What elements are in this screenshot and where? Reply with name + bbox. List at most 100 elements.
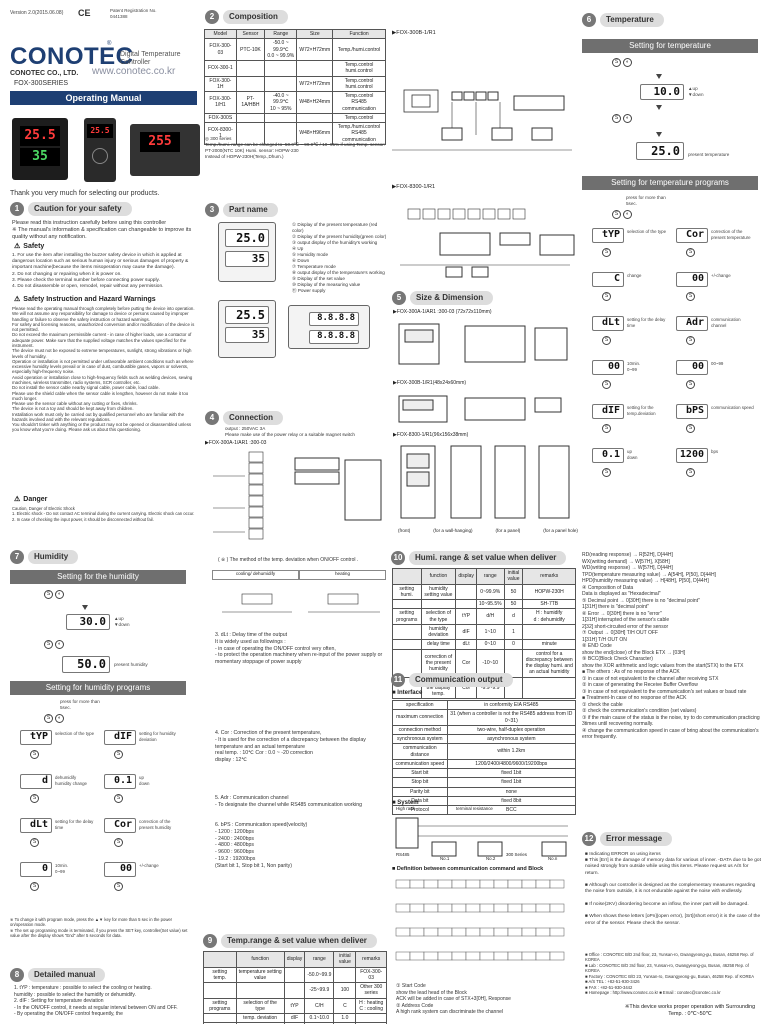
temp-prog-step-key[interactable]: S bbox=[686, 292, 695, 301]
temprange-cell: -50.0~99.9 bbox=[304, 966, 335, 983]
detailed-cor: 4. Cor : Correction of the present tempe… bbox=[215, 730, 366, 763]
protocol-block-cell bbox=[437, 903, 453, 913]
temprange-header-cell bbox=[203, 951, 237, 968]
terminal-block bbox=[512, 208, 526, 220]
set-key-icon: S bbox=[602, 424, 611, 433]
detailed-bps: 6. bPS : Communication speed(velocity) -… bbox=[215, 822, 308, 869]
company-name: CONOTEC CO., LTD. bbox=[10, 70, 79, 77]
protocol-block-cell bbox=[507, 951, 523, 961]
partname-device-3-display-top: 8.8.8.8 bbox=[309, 312, 359, 326]
set-key-icon: S bbox=[612, 210, 621, 219]
protocol-block-cell bbox=[521, 903, 537, 913]
temprange-cell: dIF bbox=[283, 1012, 306, 1024]
humi-key-1[interactable]: S◐ bbox=[44, 590, 64, 599]
humi-prog-code-label: correction of the present humidity bbox=[139, 819, 172, 830]
set-key-icon: S bbox=[114, 794, 123, 803]
humi-prog-code-label: up down bbox=[139, 775, 150, 786]
temp-prog-step-key[interactable]: S bbox=[686, 468, 695, 477]
humi-prog-step-key[interactable]: S bbox=[30, 882, 39, 891]
interface-cell: 31 (when a controller is not the RS485 a… bbox=[446, 709, 577, 726]
temp-prog-code-label: communication channel bbox=[711, 317, 741, 328]
composition-cell: Temp./humi.control bbox=[332, 38, 386, 61]
set-key-icon: S bbox=[602, 292, 611, 301]
humi-prog-code-display: 0 bbox=[20, 862, 52, 877]
temp-press-note: press for more than 5sec. bbox=[626, 195, 666, 206]
interface-cell: fixed 1bit bbox=[446, 777, 577, 788]
humirange-title: Humi. range & set value when deliver bbox=[409, 551, 567, 565]
temp-prog-step-key[interactable]: S bbox=[602, 468, 611, 477]
humi-prog-step-key[interactable]: S bbox=[114, 882, 123, 891]
humi-prog-key[interactable]: S◐ bbox=[44, 714, 64, 723]
set-key-icon: S bbox=[30, 750, 39, 759]
temp-prog-key[interactable]: S◐ bbox=[612, 210, 632, 219]
protocol-block-cell bbox=[479, 903, 495, 913]
error-body: ■ Indicating ERROR on using items ■ This… bbox=[585, 852, 761, 926]
temprange-cell: C/H bbox=[304, 997, 335, 1014]
protocol-block-cell bbox=[549, 951, 565, 961]
humirange-cell bbox=[392, 639, 422, 650]
temp-prog-code-display: 1200 bbox=[676, 448, 708, 463]
temp-prog-step-key[interactable]: S bbox=[602, 424, 611, 433]
temp-prog-step-key[interactable]: S bbox=[686, 336, 695, 345]
temp-prog-step-key[interactable]: S bbox=[602, 336, 611, 345]
humirange-cell: SH-7TB bbox=[522, 598, 576, 610]
temprange-cell bbox=[203, 1012, 237, 1024]
system-label-non: No.n bbox=[548, 856, 558, 861]
website-link[interactable]: www.conotec.co.kr bbox=[92, 66, 176, 77]
interface-cell: communication speed bbox=[392, 758, 448, 770]
composition-cell bbox=[235, 112, 266, 124]
protocol-block-cell bbox=[409, 903, 425, 913]
humi-prog-step-key[interactable]: S bbox=[30, 750, 39, 759]
humi-prog-step-key[interactable]: S bbox=[114, 838, 123, 847]
temp-key-1[interactable]: S◐ bbox=[612, 58, 632, 67]
humi-prog-step-key[interactable]: S bbox=[114, 750, 123, 759]
size-drawing-2 bbox=[398, 395, 562, 423]
humi-key-2[interactable]: S◐ bbox=[44, 640, 64, 649]
interface-cell: 1200/2400/4800/9600/19200bps bbox=[446, 758, 577, 770]
temp-prog-step-key[interactable]: S bbox=[686, 380, 695, 389]
connection-model: ▶FOX-300A-1/AR1 :300-03 bbox=[205, 440, 267, 446]
system-label-high: High rank bbox=[396, 806, 415, 811]
composition-cell: FOX-8300-1 bbox=[204, 122, 237, 145]
terminal-block bbox=[248, 495, 264, 507]
block-notes: ① Start Code show the lead head of the B… bbox=[396, 983, 511, 1015]
thanks-text: Thank you very much for selecting our pr… bbox=[10, 190, 160, 197]
humi-setting-bar: Setting for the humidity bbox=[10, 570, 186, 584]
humi-prog-step-key[interactable]: S bbox=[30, 794, 39, 803]
temprange-title: Temp.range & set value when deliver bbox=[221, 934, 377, 948]
composition-cell bbox=[235, 75, 266, 92]
set-key-icon: S bbox=[114, 882, 123, 891]
temp-prog-step-key[interactable]: S bbox=[686, 424, 695, 433]
humirange-cell: tYP bbox=[455, 608, 477, 625]
size-model-3: ▶FOX-8300-1/R1(96x156x38mm) bbox=[393, 432, 469, 438]
temprange-cell: H : heating C : cooling bbox=[355, 997, 387, 1014]
temp-prog-step-key[interactable]: S bbox=[602, 380, 611, 389]
temp-prog-code-label: 10min. 0~99 bbox=[627, 361, 641, 372]
system-label-no1: No.1 bbox=[440, 856, 450, 861]
partname-num: 3 bbox=[205, 203, 219, 217]
temprange-cell bbox=[283, 982, 306, 999]
temprange-cell: -25~99.9 bbox=[304, 982, 335, 999]
size-title: Size & Dimension bbox=[410, 291, 494, 305]
temprange-cell bbox=[355, 1012, 387, 1024]
temp-prog-step-key[interactable]: S bbox=[602, 248, 611, 257]
composition-cell bbox=[264, 122, 298, 145]
humirange-cell: d bbox=[503, 608, 524, 625]
humi-prog-step-key[interactable]: S bbox=[114, 794, 123, 803]
terminal-block bbox=[248, 528, 264, 540]
size-label-panel: (for a panel) bbox=[495, 528, 521, 533]
temp-prog-step-key[interactable]: S bbox=[686, 248, 695, 257]
composition-cell: W48×H96mm bbox=[296, 122, 334, 145]
contact-info: ■ Office : CONOTEC B/D 2nd floor, 23, Yu… bbox=[585, 952, 755, 996]
temp-key-2[interactable]: S◐ bbox=[612, 114, 632, 123]
composition-cell: FOX-300-03 bbox=[204, 38, 237, 61]
humi-prog-step-key[interactable]: S bbox=[30, 838, 39, 847]
humi-footnote: ※ To change it with program mode, press … bbox=[10, 917, 188, 939]
mode-key-icon: ◐ bbox=[623, 210, 632, 219]
partname-device-3-display-bottom: 8.8.8.8 bbox=[309, 330, 359, 344]
temp-prog-step-key[interactable]: S bbox=[602, 292, 611, 301]
composition-cell: FOX-300-1 bbox=[204, 60, 237, 77]
composition-cell: FOX-300S bbox=[204, 112, 237, 124]
size-drawing-1 bbox=[398, 323, 568, 365]
humi-prog-code-label: setting for humidity deviation bbox=[139, 731, 176, 742]
